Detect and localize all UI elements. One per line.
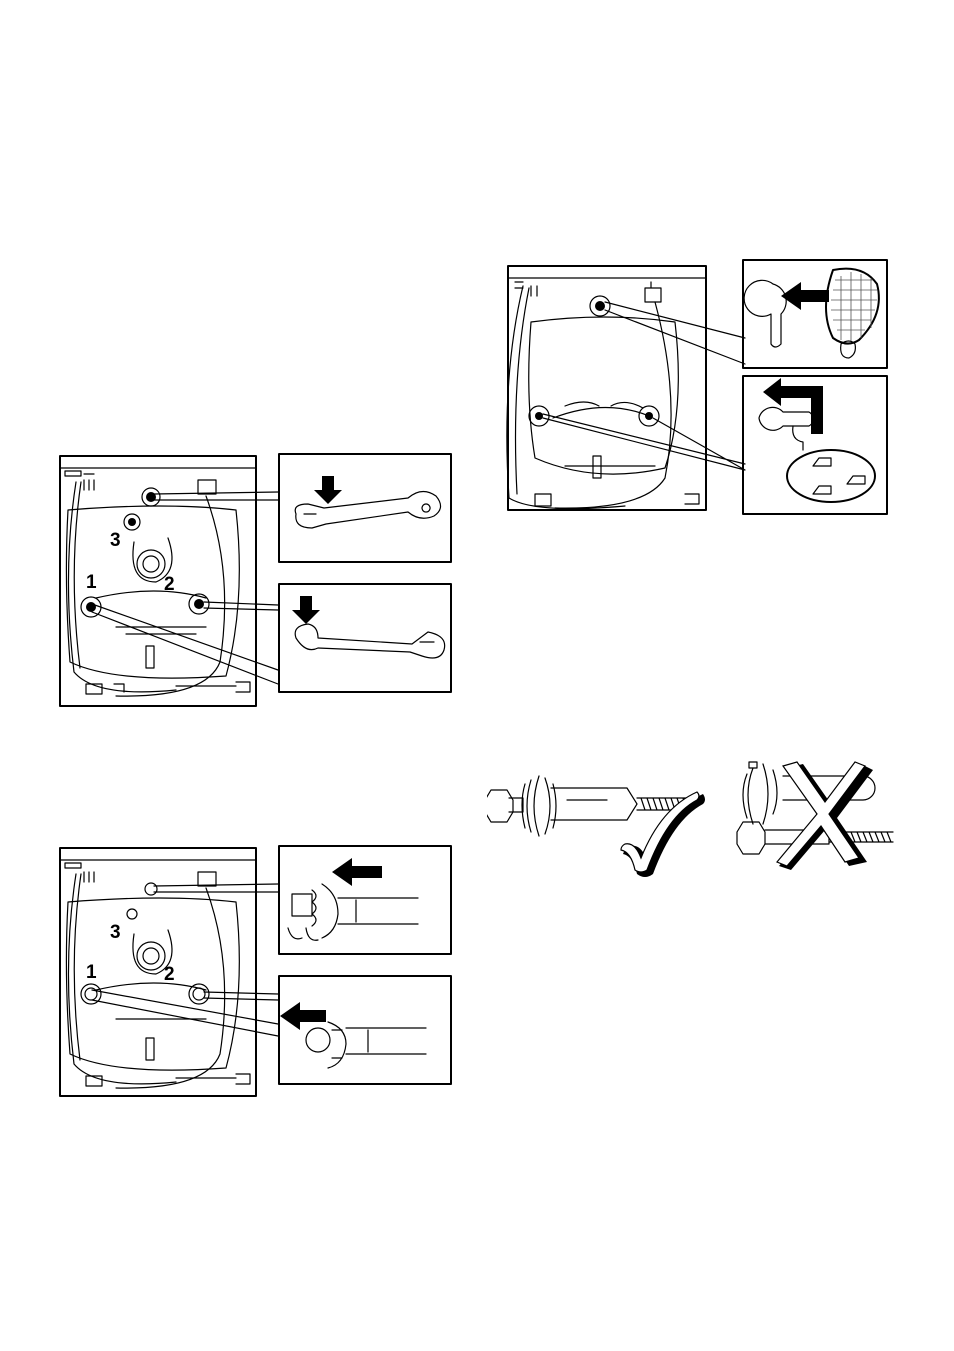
- left-arrow-icon: [781, 282, 829, 310]
- left-arrow-icon: [332, 858, 382, 886]
- callout-2: 2: [164, 574, 175, 595]
- spacer-inset-bottom: [279, 976, 451, 1084]
- x-mark-icon: [777, 762, 873, 870]
- figure-bolt-comparison: [487, 754, 901, 880]
- down-arrow-icon: [292, 596, 320, 624]
- callout-2: 2: [164, 964, 175, 985]
- callout-3: 3: [110, 922, 121, 943]
- wrench-inset-top: [279, 454, 451, 562]
- spacer-inset-top: [279, 846, 451, 954]
- down-arrow-icon: [314, 476, 342, 504]
- correct-assembly: [487, 776, 705, 877]
- callout-1: 1: [86, 962, 97, 983]
- figure-spacer-removal: 3 1 2: [56, 844, 456, 1100]
- figure-hole-covers: [495, 258, 895, 520]
- left-arrow-icon: [280, 1002, 326, 1030]
- callout-3: 3: [110, 530, 121, 551]
- cover-inset-bottom: [743, 376, 887, 514]
- incorrect-assembly: [737, 762, 893, 870]
- cover-inset-top: [743, 260, 887, 368]
- callout-1: 1: [86, 572, 97, 593]
- figure-wrench-removal: 3 1 2: [56, 452, 456, 710]
- wrench-inset-bottom: [279, 584, 451, 692]
